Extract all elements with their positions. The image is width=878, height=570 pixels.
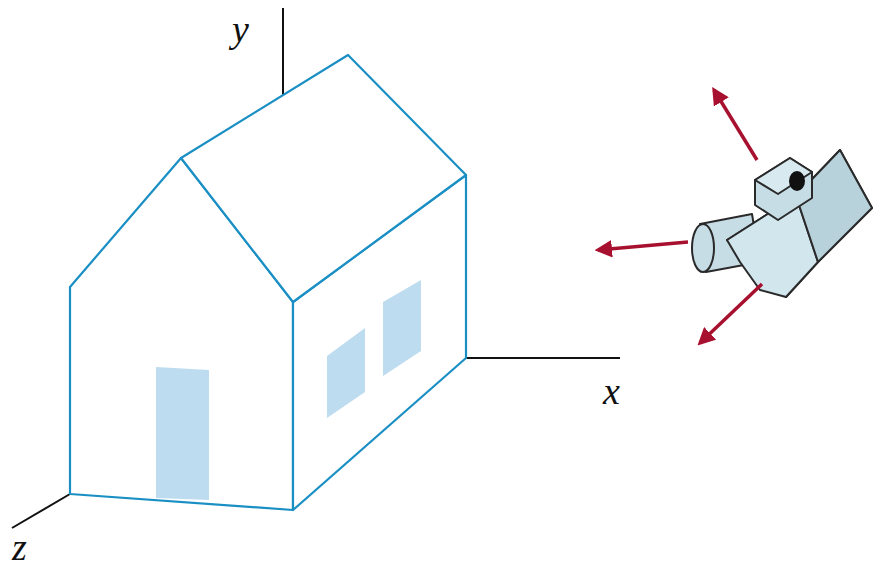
house <box>70 55 466 510</box>
camera-body-side <box>796 150 872 262</box>
camera-frame-arrows <box>598 90 762 343</box>
view-arrow <box>598 242 688 250</box>
camera <box>692 150 872 297</box>
z-axis <box>12 494 70 528</box>
camera-button <box>789 171 805 191</box>
x-axis <box>466 357 620 359</box>
up-arrow <box>714 90 757 160</box>
openings <box>156 280 421 500</box>
camera-lens-end <box>692 224 714 272</box>
axis-label: x <box>603 372 620 410</box>
y-axis <box>282 8 284 101</box>
window <box>383 280 421 376</box>
house-roof <box>181 55 466 302</box>
axis-label: z <box>12 528 27 566</box>
camera-viewfinder <box>755 158 812 220</box>
side-arrow <box>700 284 762 343</box>
window <box>327 328 365 418</box>
axes <box>12 8 620 528</box>
door <box>156 367 209 500</box>
camera-body <box>727 150 872 297</box>
axis-label: y <box>232 10 249 48</box>
camera-viewfinder-top <box>755 158 812 194</box>
